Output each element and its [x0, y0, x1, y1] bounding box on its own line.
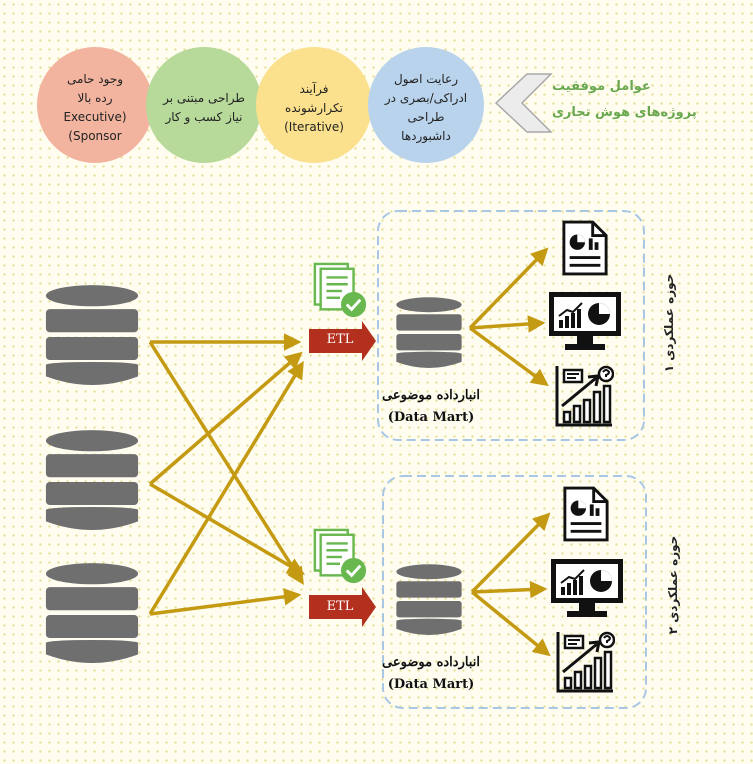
source-to-etl-arrows	[148, 333, 306, 616]
source-database-icon-2	[45, 430, 139, 530]
growth-chart-icon-2	[556, 630, 615, 693]
growth-chart-icon-1	[555, 364, 614, 427]
data-mart-database-icon-1	[396, 297, 462, 368]
report-document-icon-1	[562, 220, 608, 276]
document-check-icon-2	[313, 528, 368, 585]
etl-label-1: ETL	[326, 332, 354, 347]
data-mart-label-fa-2: انبارداده موضوعی	[382, 655, 480, 670]
etl-arrow-1	[309, 321, 376, 361]
factor-iterative: فرآیند تکرارشونده (Iterative)	[256, 47, 372, 163]
data-mart-label-1: انبارداده موضوعی (Data Mart)	[351, 385, 511, 429]
factor-business-driven-text: طراحی مبتنی بر نیاز کسب و کار	[163, 91, 245, 124]
document-check-icon-1	[313, 262, 368, 319]
factor-executive-sponsor: وجود حامی رده بالا (Executive Sponsor)	[37, 47, 153, 163]
etl-arrow-2	[309, 587, 376, 627]
domain-2-label: حوزه عملکردی ۲	[666, 535, 680, 635]
data-mart-label-2: انبارداده موضوعی (Data Mart)	[351, 652, 511, 696]
domain-1-label: حوزه عملکردی ۱	[662, 273, 676, 373]
dashboard-monitor-icon-2	[550, 558, 624, 618]
factor-executive-sponsor-text: وجود حامی رده بالا (Executive Sponsor)	[63, 72, 127, 143]
data-mart-label-en-1: (Data Mart)	[387, 410, 475, 425]
factor-iterative-text: فرآیند تکرارشونده (Iterative)	[284, 81, 344, 134]
mart-to-output-arrows	[468, 247, 551, 657]
factor-visual-design-text: رعایت اصول ادراکی/بصری در طراحی داشبورده…	[384, 72, 468, 143]
source-database-icon-1	[45, 285, 139, 385]
data-mart-label-fa-1: انبارداده موضوعی	[382, 388, 480, 403]
etl-label-2: ETL	[326, 599, 354, 614]
factor-business-driven: طراحی مبتنی بر نیاز کسب و کار	[146, 47, 262, 163]
dashboard-monitor-icon-1	[548, 291, 622, 351]
factor-visual-design: رعایت اصول ادراکی/بصری در طراحی داشبورده…	[368, 47, 484, 163]
data-mart-database-icon-2	[396, 564, 462, 635]
chevron-left-icon	[494, 73, 553, 133]
data-mart-label-en-2: (Data Mart)	[387, 677, 475, 692]
domain-1-box	[377, 210, 645, 441]
domain-2-box	[382, 475, 647, 709]
report-document-icon-2	[563, 486, 609, 542]
page-title: عوامل موفقیت پروژه‌های هوش تجاری	[552, 79, 697, 120]
source-database-icon-3	[45, 563, 139, 663]
